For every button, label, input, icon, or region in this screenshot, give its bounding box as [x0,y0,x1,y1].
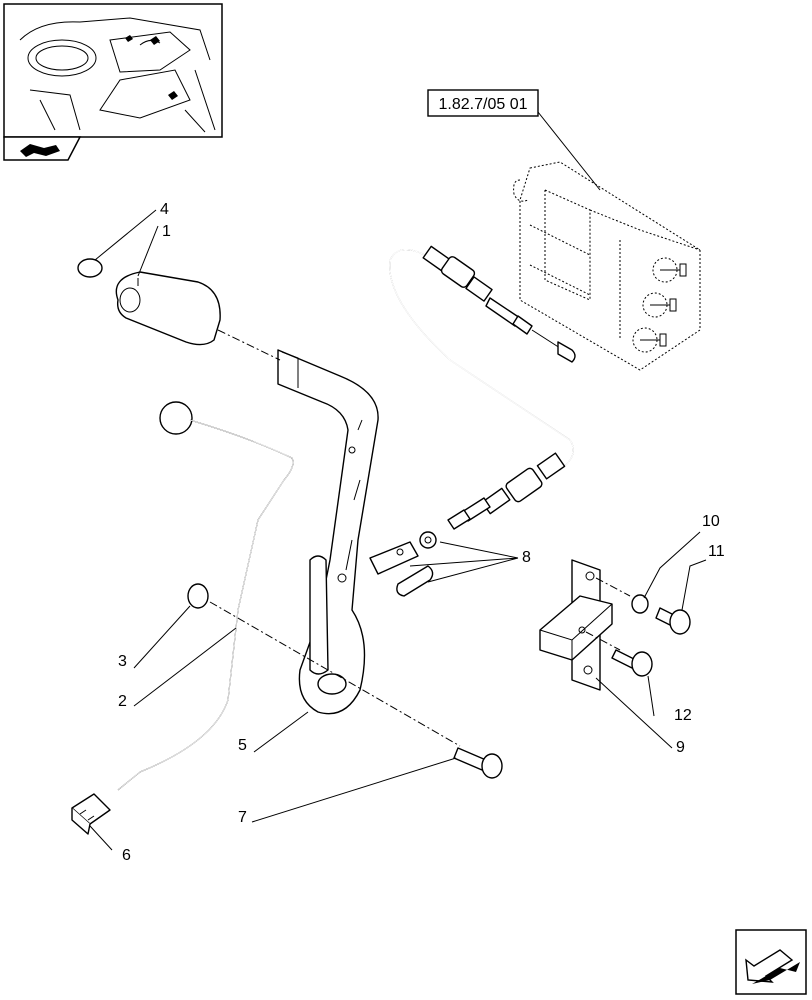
cap[interactable] [77,258,103,278]
reference-box[interactable]: 1.82.7/05 01 [427,89,539,117]
callouts: 4 1 3 2 5 7 6 8 10 11 12 9 [118,201,725,864]
bracket[interactable] [539,559,613,691]
callout-7: 7 [238,809,247,826]
next-page-arrow-icon[interactable] [735,929,807,995]
bolt[interactable] [453,747,503,779]
locator-thumbnail[interactable] [3,3,223,138]
callout-5: 5 [238,737,247,754]
callout-3: 3 [118,653,127,670]
callout-4: 4 [160,201,169,218]
callout-6: 6 [122,847,131,864]
reference-text: 1.82.7/05 01 [439,96,528,113]
callout-11: 11 [708,543,725,560]
screw-12[interactable] [611,649,653,677]
connector[interactable] [71,793,111,835]
callout-9: 9 [676,739,685,756]
callout-8: 8 [522,549,531,566]
washer[interactable] [631,594,649,614]
callout-1: 1 [162,223,171,240]
hand-lever[interactable] [277,349,379,715]
callout-12: 12 [674,707,692,724]
control-cable[interactable] [389,245,576,530]
bushing[interactable] [187,583,209,609]
lever-knob[interactable] [115,271,221,346]
back-arrow-icon[interactable] [3,136,82,161]
leader-lines [89,209,707,851]
switch-with-wire[interactable] [117,401,294,791]
clevis-parts[interactable] [369,531,437,597]
callout-10: 10 [702,513,720,530]
callout-2: 2 [118,693,127,710]
screw-11[interactable] [655,607,691,635]
control-valve-phantom [513,161,701,371]
